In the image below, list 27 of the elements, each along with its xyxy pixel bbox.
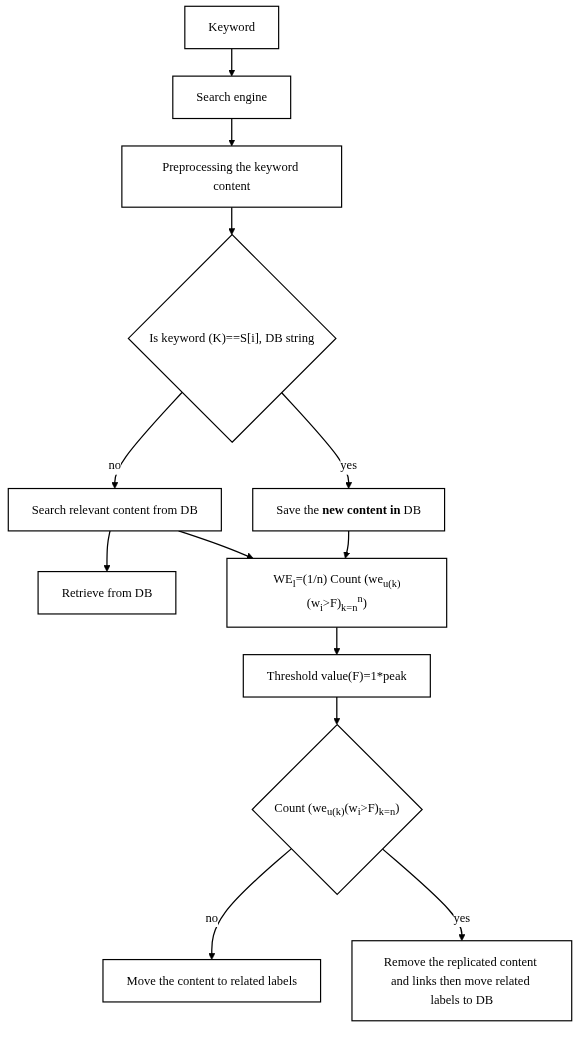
node-box: Move the content to related labels — [102, 959, 322, 1003]
arrow — [228, 206, 236, 235]
arrow — [228, 48, 236, 77]
arrow — [208, 848, 292, 960]
node-box: Threshold value(F)=1*peak — [242, 654, 431, 698]
arrow — [280, 391, 353, 489]
node-box: Remove the replicated content and links then move related labels to DB — [351, 940, 573, 1022]
arrow — [333, 696, 341, 725]
edge-label: yes — [340, 458, 358, 472]
node-box: Retrieve from DB — [37, 571, 177, 615]
arrow — [228, 117, 236, 147]
node-box: Keyword — [184, 5, 280, 50]
node-box: Search engine — [172, 75, 292, 120]
edge-label: no — [205, 910, 219, 924]
node-box: Save the new content in DB — [252, 487, 446, 532]
node-box: WE$_{l}$=(1/n) Count (we$_{u(k)}$(w$_{i}$>F)$_{k=n}$$^{n}$) — [226, 557, 448, 628]
node-box: Search relevant content from DB — [7, 487, 222, 532]
arrow — [111, 391, 183, 489]
edge-label: yes — [453, 910, 471, 924]
arrow — [333, 626, 341, 655]
node-diamond: Count (we$_{u(k)}$(w$_{i}$>F)$_{k=n}$) — [251, 723, 423, 896]
node-diamond: Is keyword (K)==S[i], DB string — [127, 233, 337, 444]
edge-label: no — [108, 458, 122, 472]
arrow — [381, 848, 466, 942]
node-box: Preprocessing the keyword content — [121, 145, 343, 208]
arrow — [343, 530, 351, 559]
arrow — [103, 530, 111, 572]
